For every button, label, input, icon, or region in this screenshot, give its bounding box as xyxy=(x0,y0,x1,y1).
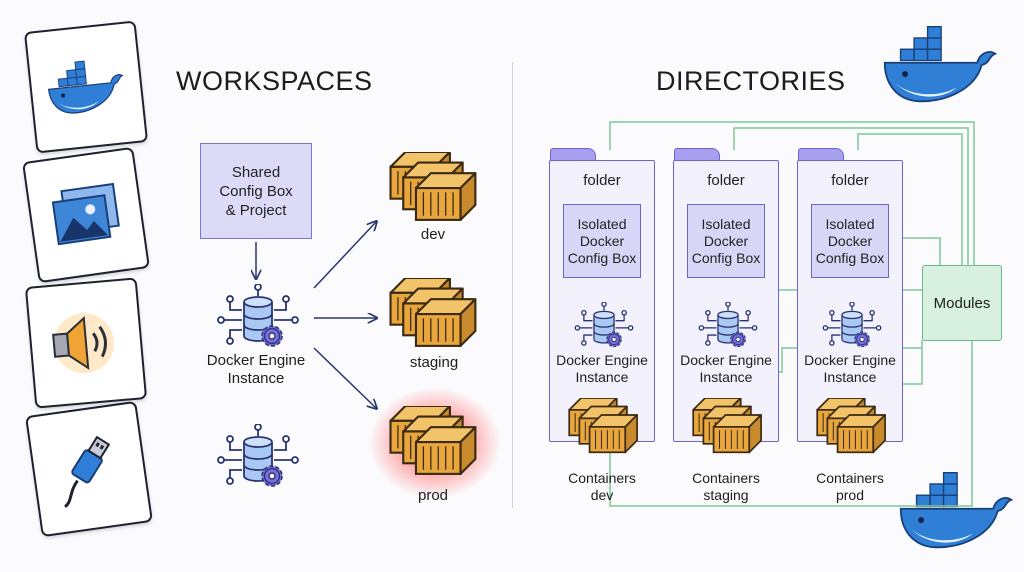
shared-box-line-2: Config Box xyxy=(219,182,293,200)
speaker-icon xyxy=(41,304,131,381)
isolated-line-2: Docker xyxy=(703,232,749,249)
isolated-line-2: Docker xyxy=(579,232,625,249)
container-stack-icon-folder-prod xyxy=(812,398,892,459)
env-label-prod: prod xyxy=(417,487,449,504)
containers-label-prod: Containers prod xyxy=(797,470,903,504)
isolated-config-box-staging[interactable]: Isolated Docker Config Box xyxy=(687,204,765,278)
container-stack-icon-dev xyxy=(388,152,480,227)
folder-label-2: folder xyxy=(707,172,745,189)
containers-label-dev: Containers dev xyxy=(549,470,655,504)
containers-label-dev-line-2: dev xyxy=(590,487,614,503)
engine-label-dev-line-2: Instance xyxy=(575,369,629,385)
engine-icon-staging xyxy=(696,301,760,353)
container-stack-icon-staging xyxy=(388,278,480,353)
card-audio[interactable] xyxy=(24,277,148,409)
folder-tab-3 xyxy=(798,148,844,161)
shared-config-box[interactable]: Shared Config Box & Project xyxy=(200,143,312,239)
folder-label-1: folder xyxy=(583,172,621,189)
engine-label-dev: Docker Engine Instance xyxy=(549,352,655,386)
engine-label: Docker Engine Instance xyxy=(196,352,316,388)
isolated-line-1: Isolated xyxy=(577,215,627,232)
section-divider xyxy=(512,62,513,508)
isolated-line-3: Config Box xyxy=(567,249,637,266)
directories-heading: DIRECTORIES xyxy=(656,66,846,96)
modules-box[interactable]: Modules xyxy=(922,265,1002,341)
containers-label-staging-line-1: Containers xyxy=(692,470,760,486)
isolated-line-3: Config Box xyxy=(691,249,761,266)
engine-label-line-2: Instance xyxy=(227,370,285,387)
engine-icon-prod xyxy=(820,301,884,353)
folder-label-3: folder xyxy=(831,172,869,189)
isolated-line-2: Docker xyxy=(827,232,873,249)
engine-icon-secondary xyxy=(214,423,302,493)
containers-label-staging: Containers staging xyxy=(673,470,779,504)
card-cable[interactable] xyxy=(25,400,153,538)
isolated-line-1: Isolated xyxy=(701,215,751,232)
engine-label-dev-line-1: Docker Engine xyxy=(556,352,648,368)
containers-label-prod-line-1: Containers xyxy=(816,470,884,486)
containers-label-dev-line-1: Containers xyxy=(568,470,636,486)
container-stack-icon-folder-dev xyxy=(564,398,644,459)
engine-icon-dev xyxy=(572,301,636,353)
container-stack-icon-folder-staging xyxy=(688,398,768,459)
engine-label-prod-line-1: Docker Engine xyxy=(804,352,896,368)
arrow-to-dev xyxy=(313,222,376,289)
usb-cable-icon xyxy=(49,426,129,511)
card-image[interactable] xyxy=(22,146,150,284)
isolated-config-box-dev[interactable]: Isolated Docker Config Box xyxy=(563,204,641,278)
engine-label-staging-line-1: Docker Engine xyxy=(680,352,772,368)
isolated-line-3: Config Box xyxy=(815,249,885,266)
container-stack-icon-prod xyxy=(388,406,480,481)
shared-box-line-3: & Project xyxy=(225,201,287,219)
engine-icon xyxy=(214,283,302,353)
engine-label-staging: Docker Engine Instance xyxy=(673,352,779,386)
workspaces-heading: WORKSPACES xyxy=(176,66,373,96)
folder-tab-2 xyxy=(674,148,720,161)
containers-label-prod-line-2: prod xyxy=(835,487,865,503)
engine-label-staging-line-2: Instance xyxy=(699,369,753,385)
engine-label-prod: Docker Engine Instance xyxy=(797,352,903,386)
engine-label-prod-line-2: Instance xyxy=(823,369,877,385)
env-label-dev: dev xyxy=(420,226,446,243)
image-icon xyxy=(47,179,125,250)
engine-label-line-1: Docker Engine xyxy=(206,352,306,369)
folder-tab-1 xyxy=(550,148,596,161)
shared-box-line-1: Shared xyxy=(231,163,281,181)
containers-label-staging-line-2: staging xyxy=(703,487,749,503)
arrow-to-prod xyxy=(313,347,376,408)
env-label-staging: staging xyxy=(409,354,459,371)
workspace-arrows xyxy=(0,0,512,572)
isolated-config-box-prod[interactable]: Isolated Docker Config Box xyxy=(811,204,889,278)
isolated-line-1: Isolated xyxy=(825,215,875,232)
